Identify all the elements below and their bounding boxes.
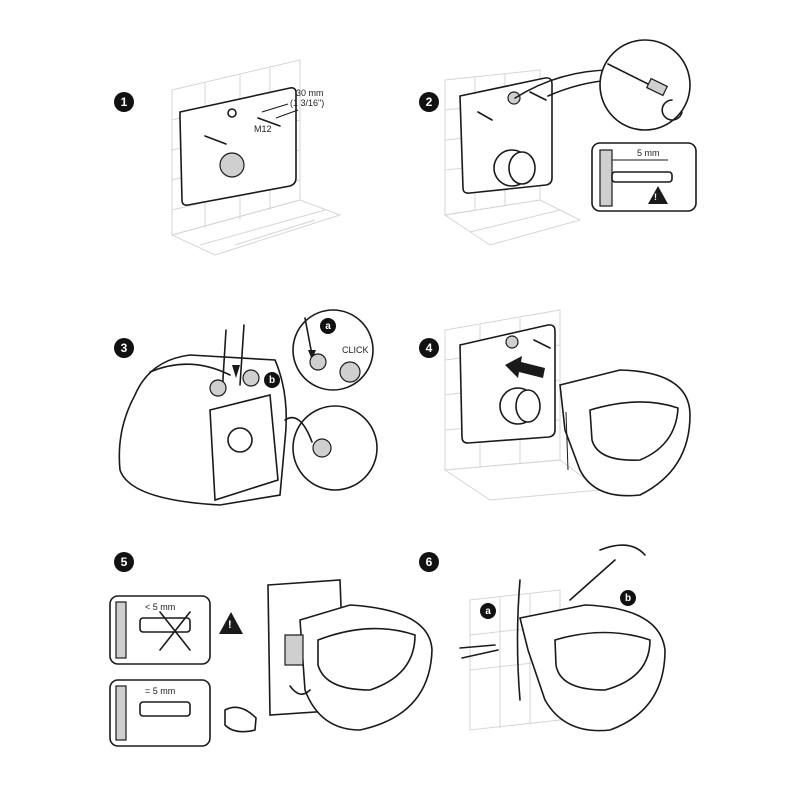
rotate-arrow-icon <box>661 99 683 121</box>
step-badge-3: 3 <box>114 338 134 358</box>
step-6-drawing <box>459 544 666 732</box>
left-stud <box>204 135 227 145</box>
click-label: CLICK <box>342 345 369 355</box>
waste-hole <box>219 152 245 178</box>
cable-a <box>516 579 521 701</box>
bolt-label: M12 <box>254 124 272 134</box>
step-badge-6: 6 <box>419 552 439 572</box>
sub-badge-b: b <box>620 590 636 606</box>
toilet-bowl <box>559 369 691 497</box>
mounting-plate <box>179 87 297 206</box>
sub-badge-a: a <box>480 603 496 619</box>
distance-label: 30 mm <box>296 88 324 98</box>
step-4-drawing <box>443 309 691 501</box>
sub-badge-b: b <box>264 372 280 388</box>
sub-badge-a: a <box>320 318 336 334</box>
hand <box>224 706 257 733</box>
step-1-drawing <box>170 59 342 256</box>
step-badge-4: 4 <box>419 338 439 358</box>
wrong-depth-label: < 5 mm <box>145 602 176 612</box>
depth-label: 5 mm <box>637 148 660 158</box>
step-badge-1: 1 <box>114 92 134 112</box>
plate-hole <box>227 108 237 118</box>
distance-inch-label: (1 3/16") <box>290 98 325 108</box>
step-5-drawing <box>109 579 433 747</box>
sealant-gun <box>569 559 616 601</box>
step-badge-5: 5 <box>114 552 134 572</box>
warning-triangle-icon <box>648 186 668 204</box>
warning-triangle-icon <box>219 612 243 634</box>
toilet-bowl <box>299 604 433 731</box>
right-stud <box>257 117 281 127</box>
step-2-drawing <box>443 39 697 246</box>
toilet-bowl <box>519 604 666 732</box>
detail-magnifier-b <box>292 405 378 491</box>
push-arrow-icon <box>505 356 545 378</box>
step-3-drawing <box>118 309 378 506</box>
step-badge-2: 2 <box>419 92 439 112</box>
right-depth-label: = 5 mm <box>145 686 176 696</box>
detail-magnifier <box>599 39 691 131</box>
